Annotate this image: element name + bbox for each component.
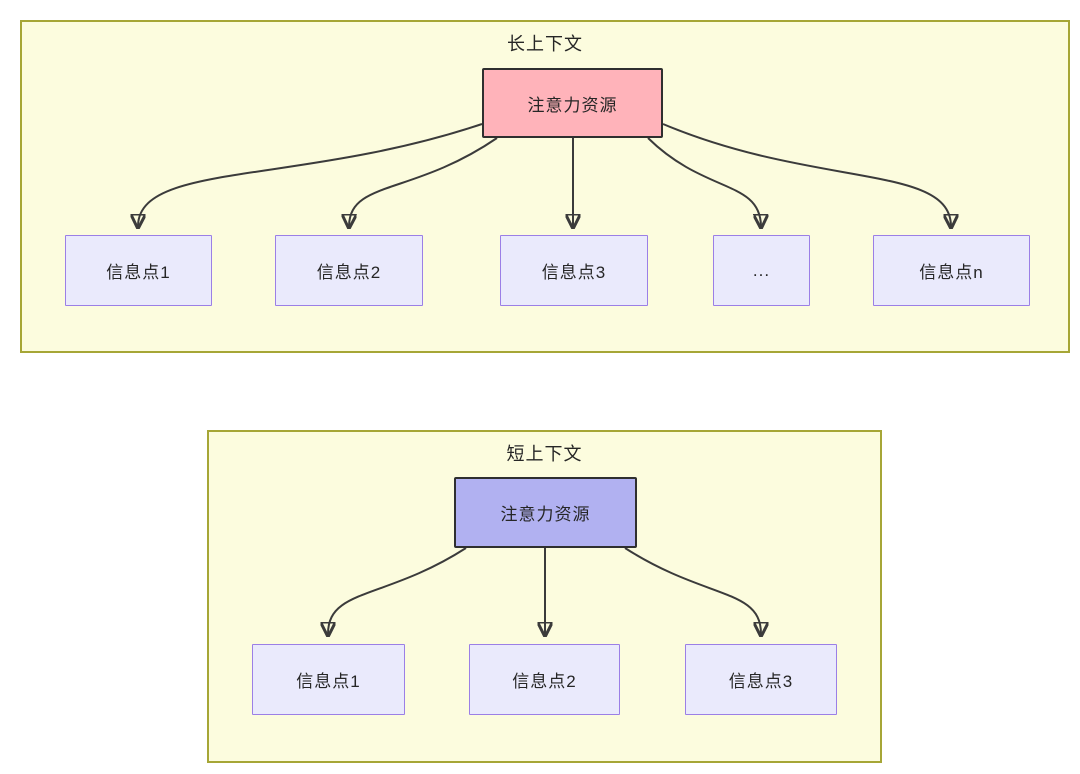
info-point-box-ellipsis: ... [713, 235, 810, 306]
short-context-title: 短上下文 [506, 444, 583, 464]
info-point-box: 信息点2 [275, 235, 423, 306]
info-point-box: 信息点2 [469, 644, 620, 715]
info-point-box: 信息点1 [65, 235, 212, 306]
info-point-box: 信息点n [873, 235, 1030, 306]
attention-resource-box-short: 注意力资源 [454, 477, 637, 548]
info-point-box: 信息点3 [500, 235, 648, 306]
attention-resource-box-long: 注意力资源 [482, 68, 663, 138]
info-point-box: 信息点1 [252, 644, 405, 715]
info-point-box: 信息点3 [685, 644, 837, 715]
long-context-title: 长上下文 [507, 34, 583, 54]
